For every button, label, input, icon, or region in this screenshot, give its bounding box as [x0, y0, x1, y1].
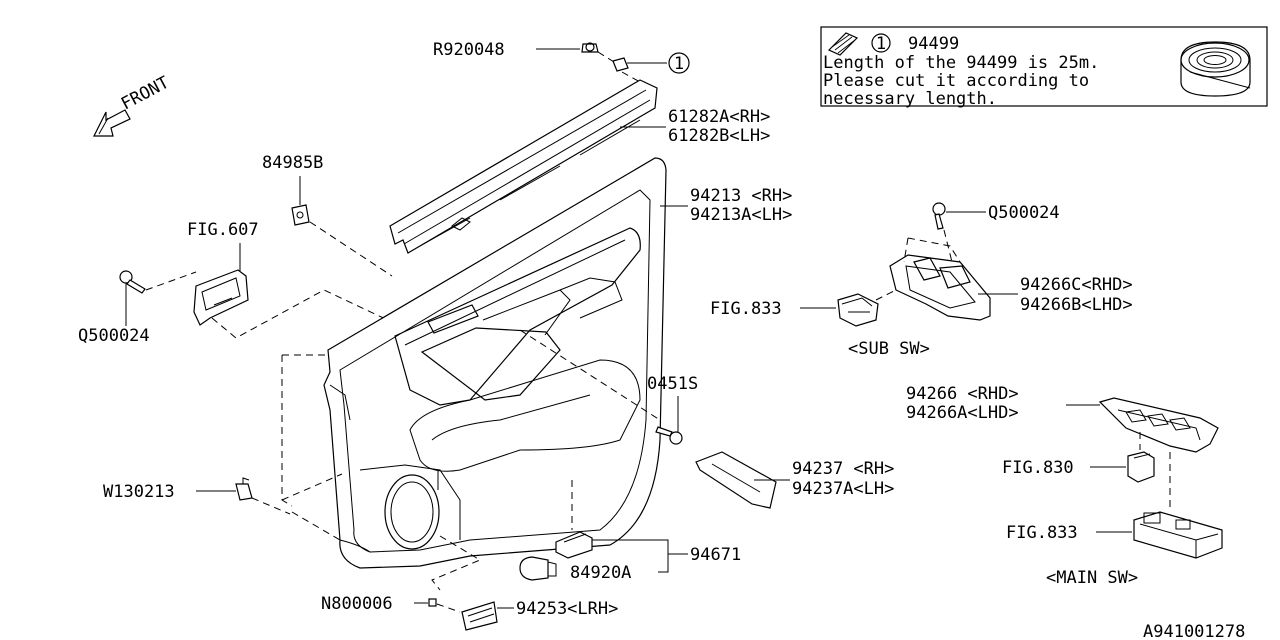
- label-94213a: 94213A<LH>: [690, 205, 792, 225]
- fig830-connector-icon: [1127, 451, 1155, 483]
- clip-w130213-icon: [235, 477, 253, 501]
- sub-switch-connector-icon: [837, 293, 879, 327]
- note-line-1: Length of the 94499 is 25m.: [823, 53, 1099, 73]
- clip-94499-icon: [612, 57, 629, 72]
- note-callout-number: 1: [876, 34, 886, 54]
- label-fig833-main: FIG.833: [1006, 523, 1078, 543]
- screw-q500024-right-icon: [932, 202, 946, 230]
- label-q500024-right: Q500024: [988, 203, 1060, 223]
- label-94671: 94671: [690, 545, 741, 565]
- label-q500024-left: Q500024: [78, 326, 150, 346]
- label-94237: 94237 <RH>: [792, 459, 894, 479]
- diagram-id: A941001278: [1143, 622, 1245, 640]
- door-trim-panel-94213: [323, 157, 667, 569]
- label-main-sw: <MAIN SW>: [1046, 568, 1138, 588]
- label-84985b: 84985B: [262, 153, 323, 173]
- inner-handle-bracket-fig607: [193, 269, 249, 326]
- main-switch-unit-icon: [1133, 511, 1223, 559]
- bulb-84920a-icon: [519, 556, 557, 581]
- label-fig607: FIG.607: [187, 220, 259, 240]
- label-94266: 94266 <RHD>: [906, 384, 1019, 404]
- callout-circle-icon: 1: [871, 33, 891, 54]
- label-61282b: 61282B<LH>: [668, 126, 770, 146]
- note-line-2: Please cut it according to: [823, 71, 1089, 91]
- label-94253: 94253<LRH>: [516, 599, 618, 619]
- label-61282a: 61282A<RH>: [668, 107, 770, 127]
- door-weatherstrip-61282: [389, 79, 658, 254]
- tape-roll-icon: [1180, 41, 1251, 97]
- label-94266c: 94266C<RHD>: [1020, 275, 1133, 295]
- label-0451s: 0451S: [647, 374, 698, 394]
- clip-n800006-icon: [428, 598, 437, 607]
- note-line-3: necessary length.: [823, 89, 997, 109]
- label-r920048: R920048: [433, 40, 505, 60]
- label-94266a: 94266A<LHD>: [906, 403, 1019, 423]
- note-box: 1 94499 Length of the 94499 is 25m. Plea…: [820, 26, 1268, 109]
- label-fig833-sub: FIG.833: [710, 299, 782, 319]
- label-94213: 94213 <RH>: [690, 186, 792, 206]
- front-label: FRONT: [118, 73, 173, 115]
- label-n800006: N800006: [321, 594, 393, 614]
- clip-84985b-icon: [291, 204, 310, 226]
- label-sub-sw: <SUB SW>: [848, 339, 930, 359]
- door-reflector-94237: [695, 451, 777, 509]
- svg-text:1: 1: [674, 54, 684, 74]
- label-94266b: 94266B<LHD>: [1020, 295, 1133, 315]
- main-switch-panel-94266: [1098, 397, 1219, 453]
- sub-switch-panel-94266c: [889, 254, 991, 321]
- label-w130213: W130213: [103, 482, 175, 502]
- note-part-number: 94499: [908, 34, 959, 54]
- label-84920a: 84920A: [570, 563, 631, 583]
- label-fig830: FIG.830: [1002, 458, 1074, 478]
- screw-q500024-left-icon: [119, 270, 146, 294]
- door-pocket-94253-icon: [461, 601, 498, 631]
- front-direction-arrow-icon: FRONT: [93, 73, 173, 137]
- tape-swatch-icon: [827, 32, 859, 56]
- screw-0451s-icon: [655, 426, 683, 445]
- clip-r920048-icon: [581, 42, 599, 53]
- lamp-socket-94671-icon: [555, 531, 593, 559]
- label-94237a: 94237A<LH>: [792, 479, 894, 499]
- callout-1-marker: 1: [668, 52, 690, 74]
